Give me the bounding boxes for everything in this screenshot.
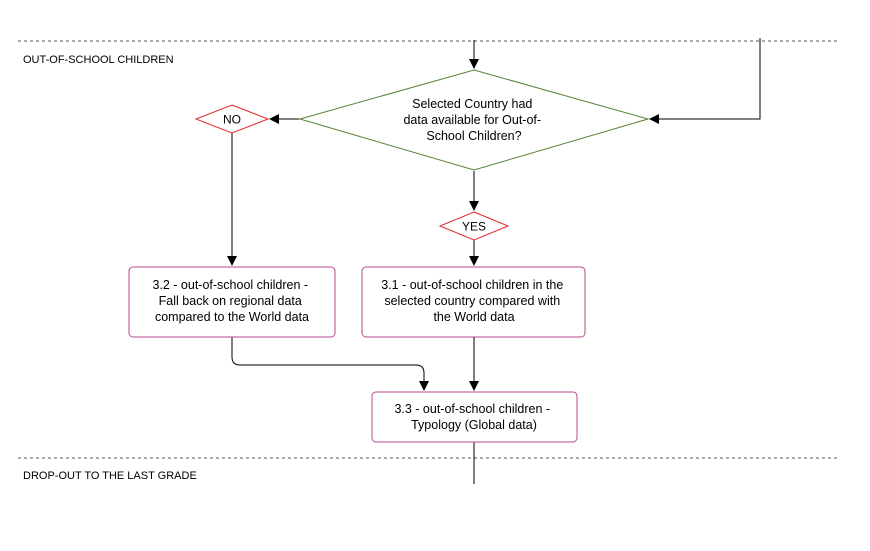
yes-tag-label: YES xyxy=(462,220,486,234)
yes-tag-diamond xyxy=(438,211,510,241)
decision-node[interactable]: Selected Country had data available for … xyxy=(298,69,650,171)
decision-text-line: data available for Out-of- xyxy=(403,113,541,127)
process-text-line: selected country compared with xyxy=(384,294,560,308)
process-node-regional[interactable]: 3.2 - out-of-school children - Fall back… xyxy=(128,266,336,338)
process-text-line: 3.3 - out-of-school children - xyxy=(394,402,550,416)
decision-diamond xyxy=(298,69,650,171)
process-box-country xyxy=(361,266,586,338)
process-text-typology: 3.3 - out-of-school children - Typology … xyxy=(394,402,553,432)
process-text-line: compared to the World data xyxy=(155,310,309,324)
process-text-line: 3.2 - out-of-school children - xyxy=(152,278,308,292)
decision-text-line: School Children? xyxy=(426,129,521,143)
process-text-line: 3.1 - out-of-school children in the xyxy=(381,278,563,292)
no-tag-diamond xyxy=(194,104,270,134)
section-label-out-of-school: OUT-OF-SCHOOL CHILDREN xyxy=(23,54,174,66)
connector-entry-right xyxy=(649,38,761,124)
yes-branch-tag[interactable]: YES xyxy=(438,211,510,241)
process-text-country: 3.1 - out-of-school children in the sele… xyxy=(381,278,567,324)
process-box-regional xyxy=(128,266,336,338)
process-text-line: Fall back on regional data xyxy=(159,294,302,308)
process-text-regional: 3.2 - out-of-school children - Fall back… xyxy=(152,278,311,324)
connectors xyxy=(227,38,761,484)
process-node-country[interactable]: 3.1 - out-of-school children in the sele… xyxy=(361,266,586,338)
decision-text: Selected Country had data available for … xyxy=(403,97,544,143)
process-text-line: the World data xyxy=(433,310,514,324)
decision-text-line: Selected Country had xyxy=(412,97,532,111)
connector-regional-to-typology xyxy=(231,337,429,391)
process-box-typology xyxy=(371,391,578,443)
section-label-drop-out: DROP-OUT TO THE LAST GRADE xyxy=(23,470,197,482)
no-branch-tag[interactable]: NO xyxy=(194,104,270,134)
process-text-line: Typology (Global data) xyxy=(411,418,537,432)
process-node-typology[interactable]: 3.3 - out-of-school children - Typology … xyxy=(371,391,578,443)
no-tag-label: NO xyxy=(223,113,241,127)
